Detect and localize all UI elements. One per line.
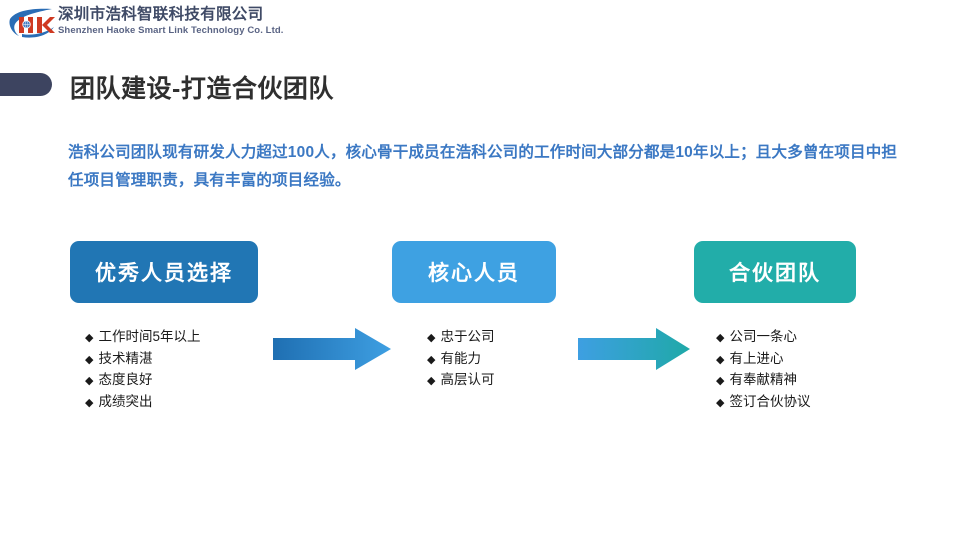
diamond-bullet-icon: ◆ [85, 353, 94, 366]
bullet-label: 态度良好 [98, 372, 153, 387]
bullet-item: ◆ 有能力 [427, 349, 494, 371]
diamond-bullet-icon: ◆ [716, 353, 725, 366]
bullet-item: ◆ 高层认可 [427, 370, 494, 392]
bullet-label: 工作时间5年以上 [98, 329, 201, 344]
bullet-label: 有能力 [440, 350, 481, 366]
diamond-bullet-icon: ◆ [427, 332, 436, 344]
bullet-label: 成绩突出 [98, 393, 153, 409]
stage-bullets-partner-team: ◆ 公司一条心 ◆ 有上进心 ◆ 有奉献精神 ◆ 签订合伙协议 [716, 327, 810, 413]
diamond-bullet-icon: ◆ [427, 375, 436, 387]
bullet-label: 有奉献精神 [729, 372, 797, 387]
diamond-bullet-icon: ◆ [85, 375, 94, 387]
stage-box-core-personnel[interactable]: 核心人员 [392, 241, 556, 303]
diamond-bullet-icon: ◆ [85, 396, 94, 409]
bullet-label: 技术精湛 [98, 350, 153, 366]
bullet-item: ◆ 签订合伙协议 [716, 392, 810, 414]
company-name-cn: 深圳市浩科智联科技有限公司 [58, 6, 264, 23]
stage-label: 合伙团队 [729, 262, 821, 285]
stage-box-partner-team[interactable]: 合伙团队 [694, 241, 856, 303]
diamond-bullet-icon: ◆ [716, 375, 725, 387]
stage-label: 核心人员 [428, 262, 520, 285]
arrow-stage1-to-stage2-icon [273, 327, 391, 371]
slide-header: 深圳市浩科智联科技有限公司 Shenzhen Haoke Smart Link … [0, 0, 960, 48]
diamond-bullet-icon: ◆ [716, 332, 725, 344]
company-name-block: 深圳市浩科智联科技有限公司 Shenzhen Haoke Smart Link … [58, 5, 288, 37]
diamond-bullet-icon: ◆ [427, 353, 436, 366]
diamond-bullet-icon: ◆ [85, 332, 94, 344]
intro-paragraph: 浩科公司团队现有研发人力超过100人，核心骨干成员在浩科公司的工作时间大部分都是… [68, 144, 898, 189]
bullet-label: 签订合伙协议 [729, 393, 811, 409]
bullet-item: ◆ 态度良好 [85, 370, 200, 392]
arrow-stage2-to-stage3-icon [578, 327, 690, 371]
bullet-label: 高层认可 [440, 372, 495, 387]
stage-box-excellent-personnel-selection[interactable]: 优秀人员选择 [70, 241, 258, 303]
bullet-label: 忠于公司 [440, 329, 495, 344]
bullet-label: 有上进心 [729, 350, 784, 366]
bullet-item: ◆ 公司一条心 [716, 327, 810, 349]
stage-bullets-excellent-personnel-selection: ◆ 工作时间5年以上 ◆ 技术精湛 ◆ 态度良好 ◆ 成绩突出 [85, 327, 200, 413]
bullet-label: 公司一条心 [729, 329, 797, 344]
diamond-bullet-icon: ◆ [716, 396, 725, 409]
bullet-item: ◆ 技术精湛 [85, 349, 200, 371]
haoke-logo-icon [8, 7, 56, 39]
page-title: 团队建设-打造合伙团队 [70, 75, 334, 103]
bullet-item: ◆ 忠于公司 [427, 327, 494, 349]
bullet-item: ◆ 有上进心 [716, 349, 810, 371]
bullet-item: ◆ 有奉献精神 [716, 370, 810, 392]
stage-label: 优秀人员选择 [95, 262, 233, 285]
company-name-en: Shenzhen Haoke Smart Link Technology Co.… [58, 25, 284, 36]
bullet-item: ◆ 成绩突出 [85, 392, 200, 414]
bullet-item: ◆ 工作时间5年以上 [85, 327, 200, 349]
title-accent-bar [0, 73, 52, 96]
stage-bullets-core-personnel: ◆ 忠于公司 ◆ 有能力 ◆ 高层认可 [427, 327, 494, 392]
